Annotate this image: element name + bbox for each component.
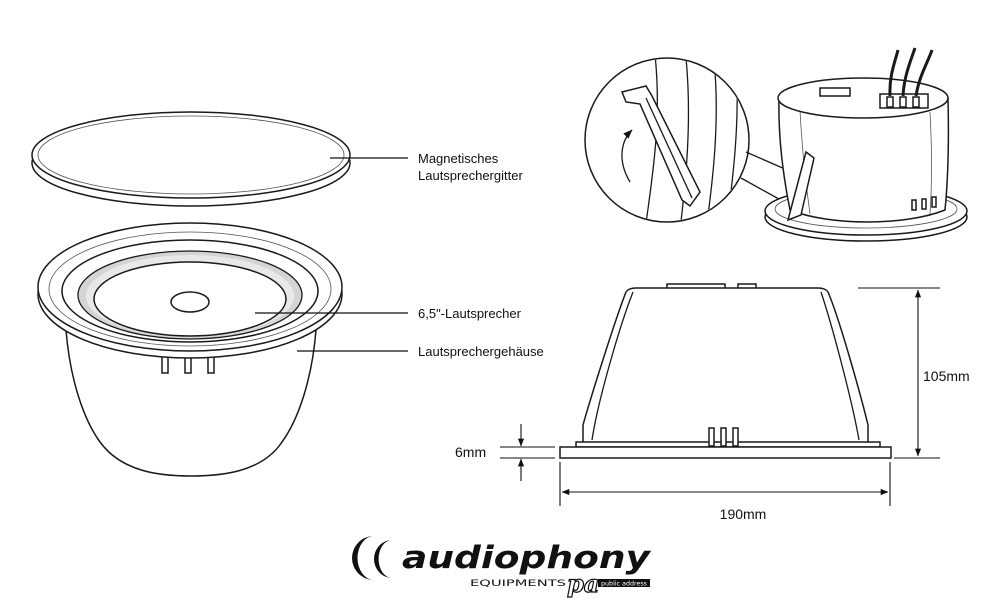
grille-inner-rim <box>37 115 345 195</box>
logo-tagline-text: public address <box>601 581 647 588</box>
perspective-mounting-clip <box>786 150 815 222</box>
housing-label: Lautsprechergehäuse <box>418 344 544 359</box>
speaker-side-view <box>559 283 892 459</box>
clip-detail-zoom <box>584 57 750 223</box>
housing-bowl <box>65 329 317 477</box>
logo-crescent-icon <box>374 540 392 578</box>
speaker-label: 6,5"-Lautsprecher <box>418 306 522 321</box>
terminal-screw <box>886 96 894 108</box>
logo-tagline-box <box>598 579 650 587</box>
perspective-pin <box>911 199 917 211</box>
side-body-inner-edge <box>591 291 634 441</box>
speaker-wire <box>914 49 934 97</box>
speaker-driver <box>77 250 303 340</box>
perspective-pin <box>921 198 927 210</box>
logo-crescent-icon <box>352 536 374 580</box>
perspective-label-plate <box>819 87 851 97</box>
height-dimension: 105mm <box>858 287 970 459</box>
mounting-clip <box>620 85 701 208</box>
grille-face <box>31 111 351 199</box>
flange-inner-line <box>48 231 332 347</box>
grille-label-line1: Magnetisches <box>418 151 499 166</box>
height-dimension-label: 105mm <box>923 368 970 384</box>
housing-wall-line <box>679 59 690 221</box>
perspective-body-facet <box>929 111 932 215</box>
speaker-wire <box>901 47 917 97</box>
diameter-dimension-label: 190mm <box>720 506 767 522</box>
perspective-pin <box>931 196 937 208</box>
logo-brand-text: audiophony <box>402 540 652 576</box>
mounting-clip-arm <box>645 97 693 199</box>
speaker-housing <box>65 329 317 477</box>
logo-pa-text: pa <box>567 569 599 598</box>
flange-dimension-label: 6mm <box>455 444 486 460</box>
housing-wall-line <box>644 59 659 221</box>
terminal-screw <box>899 96 907 108</box>
speaker-perspective-view <box>764 47 968 242</box>
flange-dimension: 6mm <box>455 424 555 481</box>
diameter-dimension: 190mm <box>559 462 891 522</box>
magnetic-grille <box>31 111 351 207</box>
audiophony-logo: audiophony EQUIPMENTS pa public address <box>352 536 652 599</box>
terminal-screw <box>912 96 920 108</box>
side-body-inner-edge <box>820 291 860 441</box>
logo-equipments-text: EQUIPMENTS <box>470 579 566 589</box>
grille-label-line2: Lautsprechergitter <box>418 168 523 183</box>
speaker-wire <box>888 49 900 97</box>
side-flange <box>559 446 892 459</box>
side-body <box>582 287 869 447</box>
side-pin <box>720 427 727 447</box>
dust-cap <box>170 291 210 313</box>
perspective-body <box>778 97 950 223</box>
side-pin <box>708 427 715 447</box>
side-pin <box>732 427 739 447</box>
rotation-arrow <box>621 129 633 183</box>
